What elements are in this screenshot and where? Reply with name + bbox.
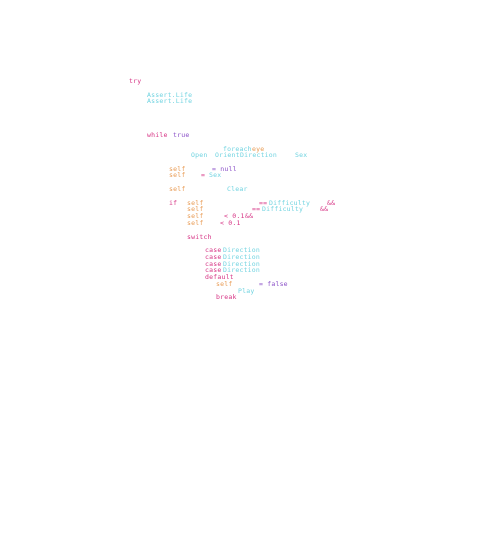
self-token-4: self bbox=[187, 199, 204, 207]
self-token-1: self bbox=[169, 165, 186, 173]
assert-statement-2: Assert.Life bbox=[147, 97, 193, 105]
equals-op-1: == bbox=[259, 199, 268, 207]
assert-statement-1: Assert.Life bbox=[147, 91, 193, 99]
if-keyword: if bbox=[169, 199, 178, 207]
self-token-5: self bbox=[187, 205, 204, 213]
assign-op: = bbox=[201, 171, 206, 179]
clear-word: Clear bbox=[227, 185, 248, 193]
true-keyword: true bbox=[173, 131, 190, 139]
sex-word-2: Sex bbox=[209, 171, 222, 179]
equals-op-2: == bbox=[252, 205, 261, 213]
try-keyword: try bbox=[129, 77, 142, 85]
case-keyword-2: case bbox=[205, 253, 222, 261]
orient-word: Orient bbox=[215, 151, 240, 159]
eye-variable: eye bbox=[252, 145, 265, 153]
difficulty-word-2: Difficulty bbox=[262, 205, 304, 213]
assign-false: = false bbox=[259, 280, 288, 288]
foreach-keyword: foreach bbox=[223, 145, 252, 153]
case-keyword-4: case bbox=[205, 266, 222, 274]
direction-case-1: Direction bbox=[223, 246, 261, 254]
play-word: Play bbox=[238, 287, 255, 295]
direction-word: Direction bbox=[240, 151, 278, 159]
open-word: Open bbox=[191, 151, 208, 159]
and-op-1: && bbox=[327, 199, 336, 207]
case-keyword-1: case bbox=[205, 246, 222, 254]
direction-case-4: Direction bbox=[223, 266, 261, 274]
switch-keyword: switch bbox=[187, 233, 212, 241]
direction-case-3: Direction bbox=[223, 260, 261, 268]
and-op-3: && bbox=[245, 212, 254, 220]
self-token-2: self bbox=[169, 171, 186, 179]
self-token-8: self bbox=[216, 280, 233, 288]
self-token-3: self bbox=[169, 185, 186, 193]
assign-null: = null bbox=[212, 165, 237, 173]
less-than-2: < 0.1 bbox=[220, 219, 241, 227]
default-keyword: default bbox=[205, 273, 234, 281]
and-op-2: && bbox=[320, 205, 329, 213]
self-token-7: self bbox=[187, 219, 204, 227]
sex-word-1: Sex bbox=[295, 151, 308, 159]
break-keyword: break bbox=[216, 293, 237, 301]
while-keyword: while bbox=[147, 131, 168, 139]
difficulty-word-1: Difficulty bbox=[269, 199, 311, 207]
self-token-6: self bbox=[187, 212, 204, 220]
less-than-1: < 0.1 bbox=[224, 212, 245, 220]
case-keyword-3: case bbox=[205, 260, 222, 268]
direction-case-2: Direction bbox=[223, 253, 261, 261]
